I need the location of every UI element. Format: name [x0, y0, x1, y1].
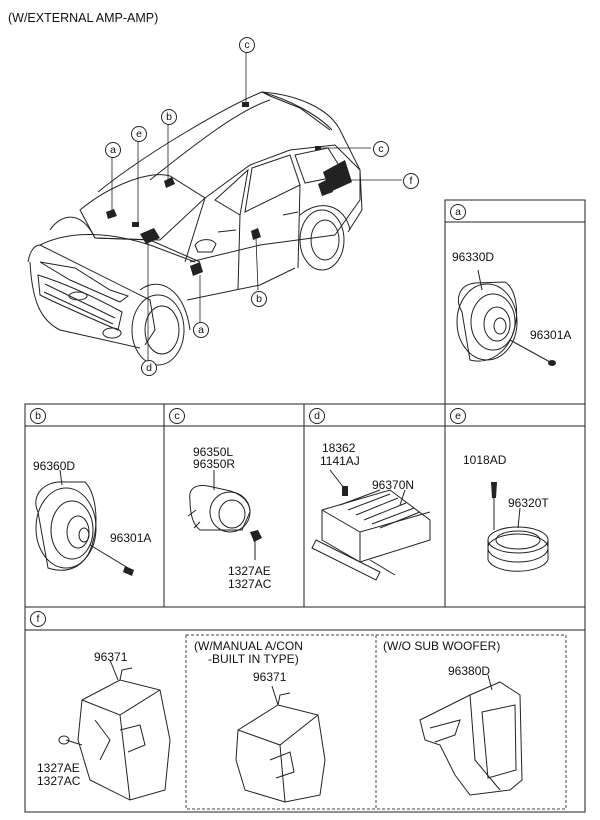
part-18362: 18362: [322, 441, 356, 455]
part-96301A-b: 96301A: [110, 531, 152, 545]
part-1327AC-f: 1327AC: [37, 774, 81, 788]
callout-e: e: [131, 126, 147, 142]
callout-b-roof: b: [161, 109, 177, 125]
section-b-label: b: [30, 408, 46, 424]
part-96371: 96371: [94, 650, 128, 664]
section-d-label: d: [309, 408, 325, 424]
callout-b-door: b: [251, 291, 267, 307]
part-96320T: 96320T: [508, 496, 549, 510]
callout-c-top: c: [239, 37, 255, 53]
part-1018AD: 1018AD: [463, 453, 507, 467]
part-96330D: 96330D: [452, 250, 495, 264]
callout-f: f: [403, 173, 419, 189]
part-1327AC-c: 1327AC: [228, 577, 272, 591]
section-e-label: e: [450, 408, 466, 424]
part-1327AE-c: 1327AE: [228, 564, 271, 578]
part-96350R: 96350R: [193, 457, 236, 471]
section-f-label: f: [30, 611, 46, 627]
sub2-title: (W/O SUB WOOFER): [383, 639, 501, 653]
part-1141AJ: 1141AJ: [320, 454, 360, 468]
part-96371-manual: 96371: [253, 670, 287, 684]
section-c-label: c: [169, 408, 185, 424]
callout-d: d: [141, 360, 157, 376]
callout-c-rear: c: [373, 141, 389, 157]
part-1327AE-f: 1327AE: [37, 761, 80, 775]
part-96301A-a: 96301A: [530, 328, 572, 342]
part-96370N: 96370N: [372, 478, 415, 492]
part-96350L: 96350L: [193, 445, 234, 459]
page-title: (W/EXTERNAL AMP-AMP): [8, 11, 159, 25]
sub1-title-line2: -BUILT IN TYPE): [208, 652, 299, 666]
callout-a-dash: a: [105, 142, 121, 158]
part-96360D: 96360D: [33, 459, 76, 473]
part-96380D: 96380D: [448, 664, 491, 678]
callout-a-door: a: [193, 322, 209, 338]
sub1-title-line1: (W/MANUAL A/CON: [194, 639, 303, 653]
section-a-label: a: [450, 204, 466, 220]
